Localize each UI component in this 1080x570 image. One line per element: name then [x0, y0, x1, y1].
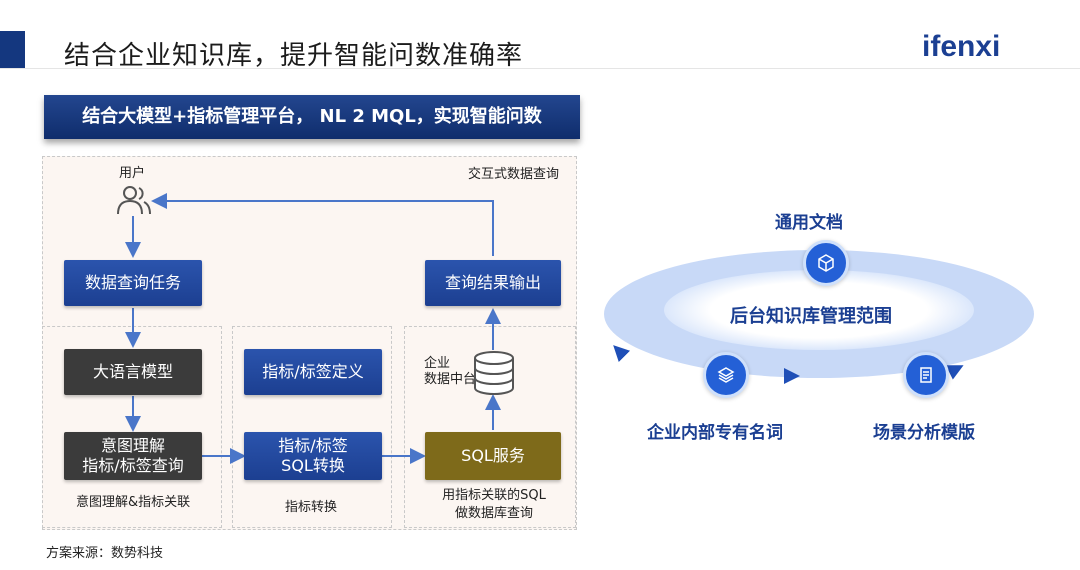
box-intent: 意图理解 指标/标签查询 [64, 432, 202, 480]
title-accent-bar [0, 31, 25, 69]
ring-arrow-right [945, 365, 964, 380]
banner: 结合大模型+指标管理平台， NL 2 MQL，实现智能问数 [44, 95, 580, 139]
sql-caption-line1: 用指标关联的SQL [442, 488, 546, 503]
metric-sql-line2: SQL转换 [281, 456, 345, 475]
ring-center-label: 后台知识库管理范围 [730, 306, 892, 327]
db-label-line1: 企业 [424, 356, 451, 371]
database-icon [472, 350, 516, 400]
interactive-query-label: 交互式数据查询 [468, 167, 560, 182]
arrow-result-to-user [151, 193, 494, 256]
source-note: 方案来源：数势科技 [46, 546, 164, 561]
box-query-task: 数据查询任务 [64, 260, 202, 306]
intent-line2: 指标/标签查询 [82, 456, 184, 475]
knowledge-ring [604, 250, 1034, 384]
ring-arrow-bottom-left [613, 345, 631, 363]
layers-icon [703, 352, 749, 398]
ring-inner [664, 270, 974, 350]
box-sql-service: SQL服务 [425, 432, 561, 480]
box-llm: 大语言模型 [64, 349, 202, 395]
db-label-line2: 数据中台 [424, 372, 477, 387]
box-metric-sql: 指标/标签 SQL转换 [244, 432, 382, 480]
title-divider [0, 68, 1080, 69]
label-scenario-templates: 场景分析模版 [873, 423, 975, 443]
cube-icon [803, 240, 849, 286]
label-internal-terms: 企业内部专有名词 [647, 423, 783, 443]
db-label: 企业 数据中台 [424, 356, 476, 388]
box-metric-definition: 指标/标签定义 [244, 349, 382, 395]
user-label: 用户 [119, 166, 146, 181]
sql-caption-line2: 做数据库查询 [454, 506, 533, 521]
user-icon [114, 184, 152, 220]
sql-caption: 用指标关联的SQL 做数据库查询 [424, 487, 564, 523]
brand-logo: ifenxi [922, 30, 1001, 63]
metric-caption: 指标转换 [285, 500, 338, 515]
document-icon [903, 352, 949, 398]
label-general-docs: 通用文档 [775, 213, 843, 233]
box-result-output: 查询结果输出 [425, 260, 561, 306]
intent-caption: 意图理解&指标关联 [76, 495, 191, 510]
metric-sql-line1: 指标/标签 [278, 436, 348, 455]
intent-line1: 意图理解 [100, 436, 165, 455]
page-title: 结合企业知识库，提升智能问数准确率 [64, 41, 524, 71]
